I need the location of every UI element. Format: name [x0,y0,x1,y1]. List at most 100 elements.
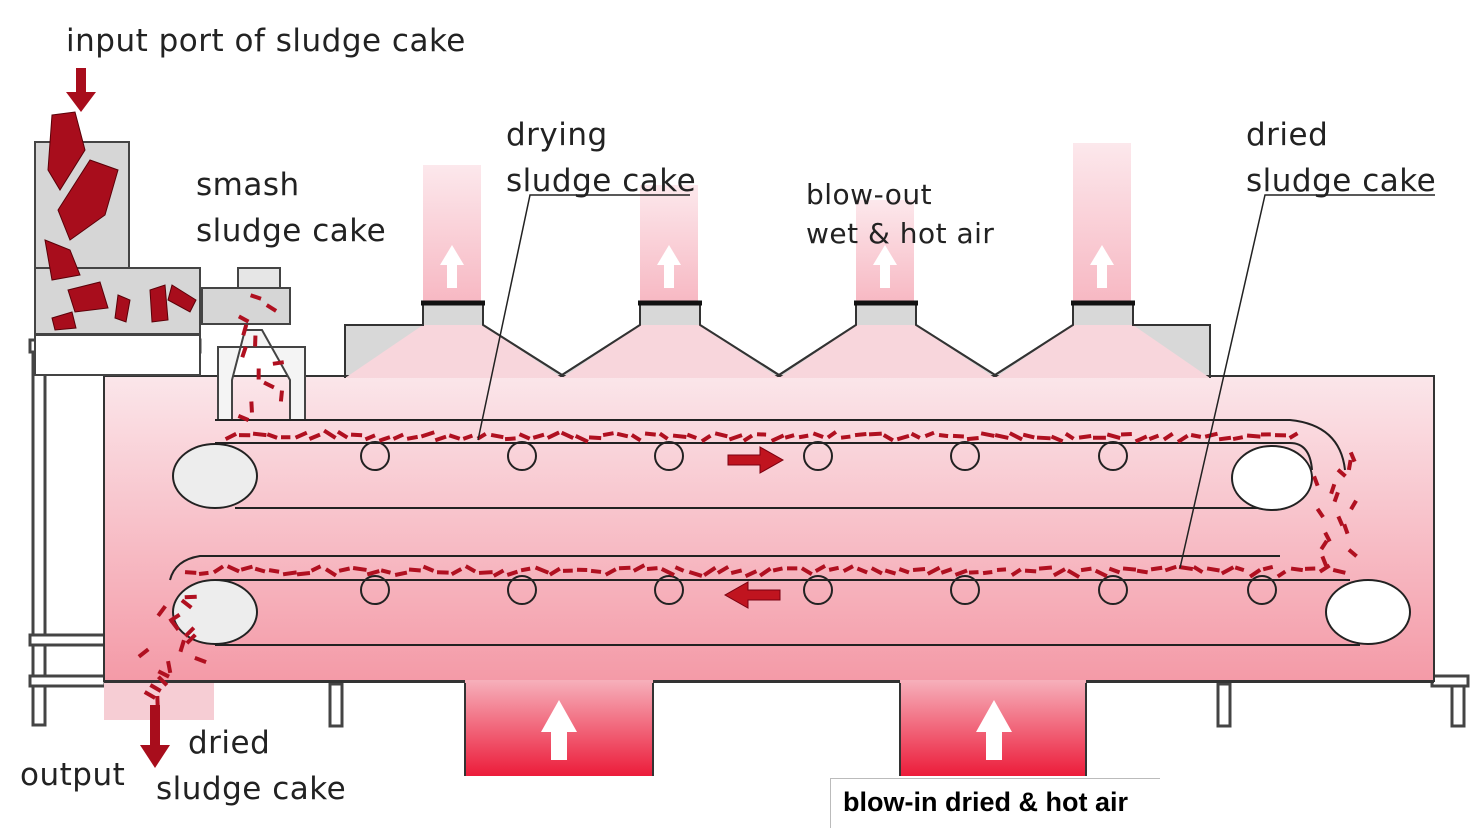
sludge-chunk [632,563,646,573]
sludge-chunk [156,675,169,687]
sludge-chunk [406,434,419,441]
sludge-chunk [616,431,629,439]
down-arrow-icon [66,68,170,768]
sludge-chunk [730,568,743,576]
caption-blow-in: blow-in dried & hot air [830,778,1160,828]
sludge-chunk [1178,565,1194,572]
sludge-chunk [703,565,717,577]
sludge-chunk [1248,568,1262,579]
sludge-chunk [532,432,545,440]
label-drying-line1: drying [506,117,608,153]
sludge-chunk [1332,491,1340,503]
label-blowout-line1: blow-out [806,178,933,211]
sludge-chunk [1346,459,1353,471]
sludge-chunk [630,433,642,443]
sludge-chunk [714,431,728,439]
sludge-chunk [1336,468,1347,478]
sludge-chunk [966,435,979,442]
sludge-chunk [1022,432,1035,440]
sludge-chunk [1323,531,1332,543]
sludge-chunk [448,433,461,441]
sludge-chunk [1064,431,1075,441]
sludge-chunk [1120,432,1132,437]
sludge-chunk [420,430,435,439]
sludge-chunk [534,565,550,575]
sludge-chunk [1024,568,1037,574]
label-output: output [20,757,126,793]
sludge-chunk [184,594,197,600]
sludge-chunk [826,430,838,440]
sludge-chunk [574,434,589,444]
sludge-chunk [338,566,351,573]
sludge-chunk [237,414,250,422]
sludge-chunk [166,660,173,674]
sludge-chunk [1274,433,1287,438]
sludge-chunk [323,428,337,440]
sludge-chunk [240,564,254,572]
sludge-chunk [912,567,926,573]
sludge-chunk [1008,431,1023,442]
sludge-chunk [1206,566,1220,573]
sludge-chunk [840,434,851,440]
sludge-chunk [1192,565,1204,574]
sludge-chunk [910,431,921,440]
sludge-chunk [1232,435,1244,442]
sludge-chunk [137,647,150,659]
sludge-chunk [256,368,261,380]
sludge-chunk [898,567,910,575]
sludge-chunk [1336,515,1345,527]
sludge-chunk [772,566,783,573]
sludge-chunk [686,432,698,440]
sludge-chunk [143,690,157,700]
sludge-chunk [462,433,474,441]
sludge-chunk [716,565,730,575]
sludge-chunk [1329,483,1337,495]
label-dried-top-line2: sludge cake [1246,163,1437,199]
sludge-chunk [169,618,180,632]
sludge-chunk [392,432,405,441]
sludge-chunk [504,436,516,442]
sludge-chunk [870,566,883,576]
falling-sludge [137,293,1358,709]
sludge-chunk [1320,555,1328,567]
sludge-chunk [212,564,225,574]
sludge-chunk [896,433,910,442]
sludge-chunk [728,433,743,442]
sludge-chunk [588,435,602,441]
sludge-chunk [1094,568,1108,578]
sludge-chunk [268,568,280,574]
sludge-chunk [1304,566,1316,571]
sludge-chunk [156,604,167,618]
sludge-chunk [1347,548,1358,558]
sludge-chunk [296,570,311,577]
sludge-chunk [1134,434,1148,444]
sludge-chunk [280,435,291,440]
sludge-chunk [1050,434,1064,444]
sludge-chunk [882,433,894,443]
sludge-chunk [602,431,614,438]
sludge-chunk [1220,565,1235,576]
sludge-chunk [1332,567,1346,575]
sludge-chunk [1315,507,1325,519]
sludge-chunk [1176,433,1189,444]
sludge-chunk [265,303,278,313]
sludge-chunk [434,434,447,443]
sludge-chunk [1260,432,1271,437]
sludge-chunk [1190,433,1202,439]
sludge-chunk [183,626,196,638]
sludge-chunk [1288,431,1299,440]
sludge-chunk [1036,435,1051,441]
sludge-chunk [548,566,561,577]
sludge-chunk [450,567,463,577]
sludge-chunk [380,568,392,575]
sludge-chunk [828,565,840,572]
up-arrow-icon [440,245,1114,760]
sludge-chunk [688,570,703,578]
sludge-chunk [178,639,186,653]
sludge-chunk [1276,569,1287,579]
conveyor-belts [169,419,1360,646]
label-input-port: input port of sludge cake [66,23,466,59]
sludge-chunk [350,432,363,438]
sludge-chunk [310,564,322,573]
sludge-chunk [658,431,669,441]
